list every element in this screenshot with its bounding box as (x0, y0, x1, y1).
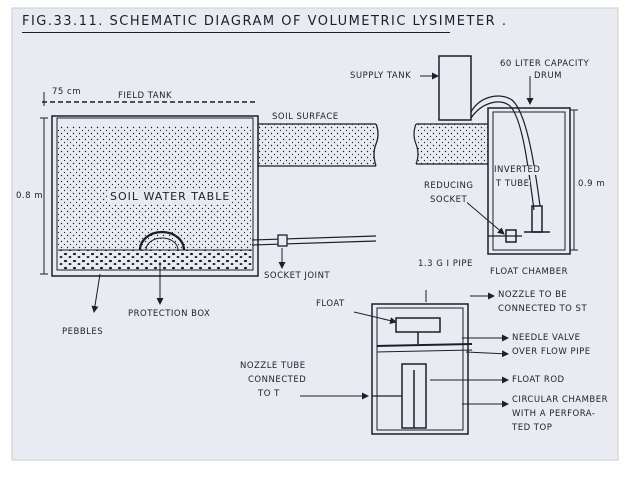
drum-label-line1: 60 LITER CAPACITY (500, 59, 590, 69)
nozzle-tube-label-line2: CONNECTED (248, 375, 307, 385)
circular-chamber-label-line2: WITH A PERFORA- (512, 409, 596, 419)
inverted-t-label-line1: INVERTED (494, 165, 541, 175)
float-chamber-label: FLOAT CHAMBER (490, 267, 568, 277)
float-chamber (371, 303, 473, 435)
soil-surface-label: SOIL SURFACE (272, 112, 339, 122)
drum-label-line2: DRUM (534, 71, 563, 81)
nozzle-tube-label-line1: NOZZLE TUBE (240, 361, 306, 371)
supply-tank-label: SUPPLY TANK (350, 71, 412, 81)
socket-joint-label: SOCKET JOINT (264, 271, 331, 281)
soil-water-table-label: SOIL WATER TABLE (108, 190, 233, 203)
supply-assembly (413, 55, 578, 255)
dim-08m-label: 0.8 m (16, 191, 43, 201)
nozzle-tube-label-line3: TO T (258, 389, 280, 399)
field-tank (40, 92, 259, 277)
float-rod-label: FLOAT ROD (512, 375, 565, 385)
dim-09m-label: 0.9 m (578, 179, 605, 189)
circular-chamber-label-line1: CIRCULAR CHAMBER (512, 395, 609, 405)
nozzle-be-label-line1: NOZZLE TO BE (498, 290, 568, 300)
diagram-title: FIG.33.11. SCHEMATIC DIAGRAM OF VOLUMETR… (22, 14, 508, 29)
float-label: FLOAT (316, 299, 345, 309)
nozzle-be-label-line2: CONNECTED TO ST (498, 304, 588, 314)
needle-valve-label: NEEDLE VALVE (512, 333, 581, 343)
soil-surface-strip (251, 123, 379, 247)
reducing-socket-label-line1: REDUCING (424, 181, 474, 191)
circular-chamber-label-line3: TED TOP (512, 423, 553, 433)
leader-arrows (91, 72, 534, 408)
overflow-pipe-label: OVER FLOW PIPE (512, 347, 591, 357)
pebbles-label: PEBBLES (62, 327, 104, 337)
gi-pipe-label: 1.3 G I PIPE (418, 259, 473, 269)
dim-75cm-label: 75 cm (52, 87, 81, 97)
reducing-socket-label-line2: SOCKET (430, 195, 468, 205)
inverted-t-label-line2: T TUBE (496, 179, 530, 189)
field-tank-label: FIELD TANK (118, 91, 173, 101)
protection-box-label: PROTECTION BOX (128, 309, 211, 319)
title-underline (22, 32, 450, 33)
